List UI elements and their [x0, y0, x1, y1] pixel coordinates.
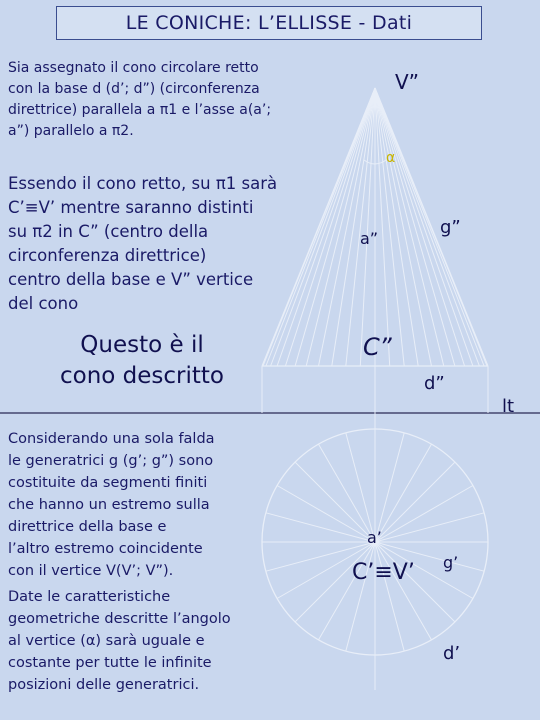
elevation-generatrix — [359, 87, 376, 367]
label-alpha: α — [386, 150, 396, 166]
vertex-angle-text: Date le caratteristiche geometriche desc… — [8, 589, 231, 693]
plan-generatrix — [265, 512, 376, 543]
described-cone-text: Questo è il cono descritto — [59, 332, 224, 389]
plan-generatrix — [345, 541, 376, 652]
elevation-generatrix — [374, 87, 489, 367]
label-g-plan: g’ — [443, 553, 459, 572]
plan-generatrix — [374, 432, 405, 543]
elevation-generatrix — [331, 87, 376, 367]
elevation-generatrix — [374, 87, 405, 367]
elevation-generatrix — [374, 87, 488, 367]
elevation-view — [261, 87, 489, 690]
plan-generatrix — [374, 512, 485, 543]
label-ground-line: lt — [502, 396, 515, 417]
projection-text: Essendo il cono retto, su π1 sarà C’≡V’ … — [8, 174, 278, 313]
elevation-generatrix — [374, 87, 432, 367]
label-a-plan: a’ — [367, 528, 382, 547]
elevation-generatrix — [374, 87, 485, 367]
label-d-elevation: d” — [424, 373, 445, 394]
label-d-plan: d’ — [443, 643, 461, 664]
intro-text: Sia assegnato il cono circolare retto co… — [8, 60, 272, 139]
label-c-elevation: C” — [363, 333, 392, 361]
plan-generatrix — [374, 541, 432, 641]
label-v-elevation: V” — [395, 70, 420, 94]
plan-generatrix — [345, 432, 376, 543]
label-a-elevation: a” — [360, 229, 379, 248]
plan-generatrix — [374, 541, 405, 652]
label-cv-plan: C’≡V’ — [352, 560, 415, 585]
plan-generatrix — [374, 485, 474, 543]
page-title: LE CONICHE: L’ELLISSE - Dati — [125, 12, 413, 34]
plan-generatrix — [318, 541, 376, 641]
elevation-generatrix — [374, 87, 419, 367]
elevation-generatrix — [374, 87, 445, 367]
generatrix-text: Considerando una sola falda le generatri… — [8, 431, 215, 579]
elevation-generatrix — [374, 87, 480, 367]
plan-generatrix — [374, 461, 456, 543]
plan-generatrix — [276, 485, 376, 543]
label-g-elevation: g” — [440, 217, 461, 238]
plan-generatrix — [374, 443, 432, 543]
elevation-generatrix — [374, 87, 391, 367]
vertex-angle-arc — [363, 159, 387, 165]
plan-generatrix — [294, 461, 376, 543]
elevation-generatrix — [345, 87, 376, 367]
title-box: LE CONICHE: L’ELLISSE - Dati — [56, 6, 482, 40]
